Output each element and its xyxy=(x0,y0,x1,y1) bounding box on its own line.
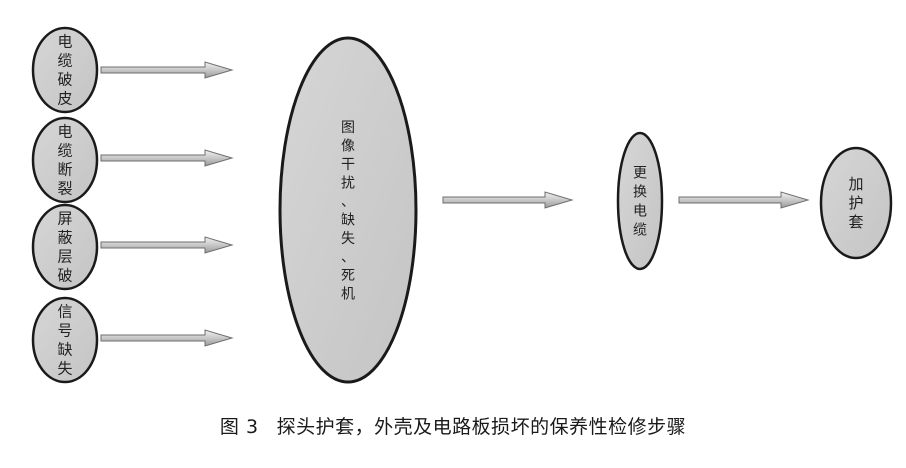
cause-node-1: 电缆破皮 xyxy=(31,26,99,114)
step-node-label: 更换电缆 xyxy=(633,166,647,239)
symptom-node-label: 图像干扰、缺失、死机 xyxy=(341,120,355,303)
figure-number: 图 3 xyxy=(219,416,259,438)
arrow-cause-2 xyxy=(100,149,234,167)
cause-node-2: 电缆断裂 xyxy=(31,116,99,204)
cause-node-3-label: 屏蔽层破 xyxy=(57,210,72,285)
cause-node-4: 信号缺失 xyxy=(31,296,99,384)
arrow-cause-4 xyxy=(100,329,234,347)
step-node: 更换电缆 xyxy=(616,131,664,271)
symptom-node: 图像干扰、缺失、死机 xyxy=(278,36,418,384)
arrow-cause-1 xyxy=(100,61,234,79)
result-node-label: 加护套 xyxy=(848,175,863,231)
cause-node-3: 屏蔽层破 xyxy=(31,203,99,291)
cause-node-4-label: 信号缺失 xyxy=(57,303,72,378)
cause-node-2-label: 电缆断裂 xyxy=(57,123,72,198)
arrow-step-to-result xyxy=(678,191,810,209)
arrow-symptom-to-step xyxy=(442,191,574,209)
figure-caption: 图 3 探头护套，外壳及电路板损坏的保养性检修步骤 xyxy=(0,412,906,439)
figure-caption-text: 探头护套，外壳及电路板损坏的保养性检修步骤 xyxy=(276,416,687,438)
arrow-cause-3 xyxy=(100,236,234,254)
cause-node-1-label: 电缆破皮 xyxy=(57,33,72,108)
result-node: 加护套 xyxy=(819,146,893,260)
